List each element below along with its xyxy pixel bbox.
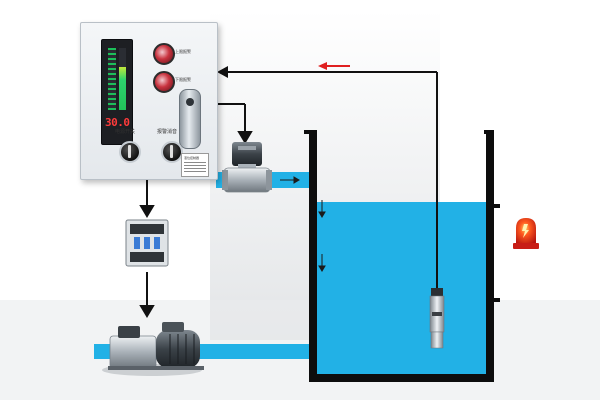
tank-level-mark-low [494,298,500,302]
alarm-mute-knob[interactable] [161,141,183,163]
power-switch-knob[interactable] [119,141,141,163]
pump-terminal-box [162,322,184,332]
upper-alarm-label: 上限报警 [175,49,191,54]
control-cabinet: 30.0 上限报警 下限报警 电源开关 报警消音 液位控制器 [80,22,218,180]
tank-right-lip [484,130,494,134]
contactor-indicator-1 [134,237,140,249]
sensor-cable [217,66,438,290]
level-sensor [429,288,445,349]
valve-body [223,167,271,193]
signal-direction-head [318,62,327,70]
pump-top-cover [118,326,140,338]
alarm-base [513,243,539,249]
contactor-indicator-2 [144,237,150,249]
tank-flow-arrow-head-1 [318,211,326,218]
contactor-top-terminals [130,224,164,234]
level-meter-bars [108,48,126,110]
meter-readout: 30.0 [105,116,130,129]
pump-base [108,366,204,370]
upper-alarm-lamp [153,43,175,65]
valve-port-left [222,170,228,190]
valve-coil-label [238,146,256,150]
alarm-mute-label: 报警消音 [157,129,178,135]
pump-head [109,335,157,369]
solenoid-valve [222,142,272,193]
meter-scale [108,48,116,110]
tank-left-wall [309,130,317,382]
level-meter: 30.0 [101,39,133,145]
valve-coil [232,142,262,166]
inlet-flow-arrow-head [293,176,300,184]
contactor-indicator-3 [154,237,160,249]
valve-control-arrow [237,131,253,144]
water-tank [304,130,500,382]
lower-alarm-lamp [153,71,175,93]
nameplate-line-3 [184,168,206,169]
sensor-cap [431,288,443,296]
keyhole-icon [186,98,194,106]
pump-motor-fins [169,334,195,364]
tank-left-lip [304,130,314,134]
lightning-icon [522,224,529,238]
contactor [125,219,169,267]
contactor-control-arrow [139,205,155,218]
pump [102,322,204,376]
valve-port-right [266,170,272,190]
sensor-tip [430,331,444,349]
valve-neck [238,164,256,170]
sensor-cable-arrow [217,66,228,78]
nameplate-line-2 [184,165,206,166]
door-lock-handle[interactable] [179,89,201,149]
meter-bar-fill [118,66,126,110]
pump-control-arrow [139,305,155,318]
power-switch-label: 电源开关 [115,129,136,135]
flow-arrows [280,176,326,272]
contactor-bottom-terminals [130,252,164,262]
tank-water [316,202,487,375]
tank-flow-arrow-head-2 [318,265,326,272]
nameplate: 液位控制器 [181,153,209,177]
lower-alarm-label: 下限报警 [175,77,191,82]
meter-bar-level [118,48,126,110]
tank-level-mark-high [494,204,500,208]
alarm-light [513,218,539,249]
tank-right-wall [486,130,494,382]
nameplate-title: 液位控制器 [184,156,200,160]
tank-bottom [309,374,494,382]
signal-direction-arrow [318,62,350,70]
control-lines [139,103,253,318]
nameplate-line-1 [184,162,206,163]
sensor-band [432,312,442,316]
nameplate-line-4 [184,171,206,172]
